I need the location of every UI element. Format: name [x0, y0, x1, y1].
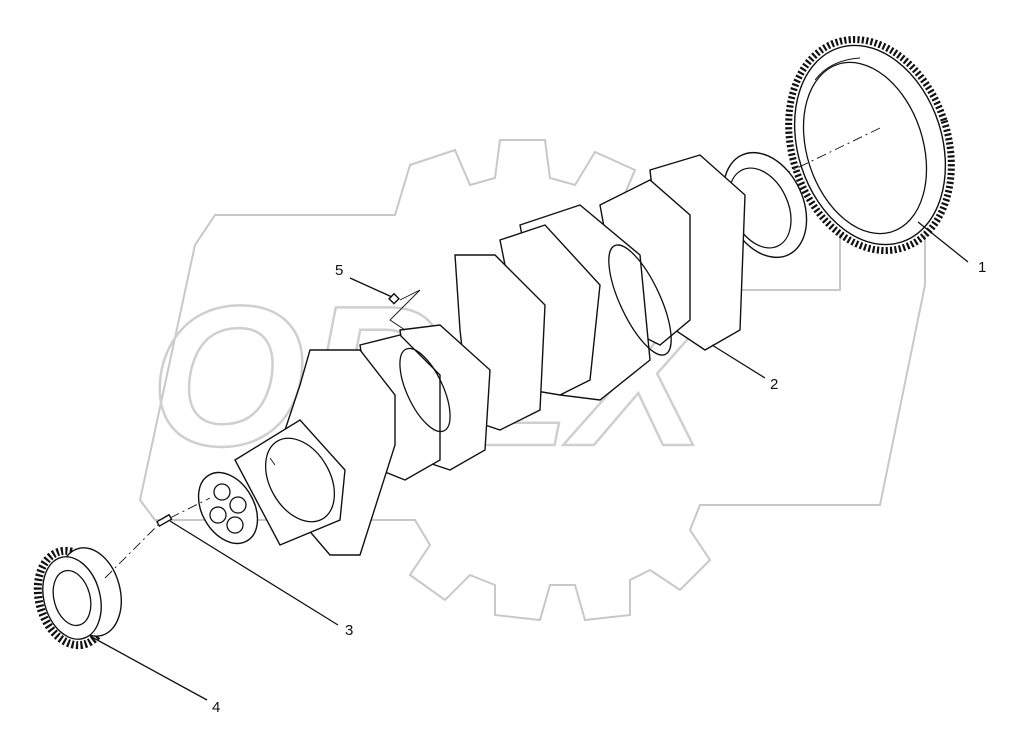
callout-1: 1 [978, 259, 986, 276]
leader-line-4 [89, 635, 208, 701]
leader-line-2 [711, 344, 766, 379]
leader-line-5 [349, 277, 393, 298]
callout-2: 2 [770, 376, 778, 393]
callouts: 1 2 3 4 5 [212, 259, 986, 716]
callout-4: 4 [212, 699, 220, 716]
crankshaft-part-2 [197, 151, 808, 556]
callout-3: 3 [345, 622, 353, 639]
callout-5: 5 [335, 262, 343, 279]
leader-line-1 [917, 221, 969, 263]
leader-lines [89, 221, 969, 701]
leader-line-3 [169, 520, 339, 626]
ring-gear-part-1 [699, 35, 955, 255]
watermark-gear-outline [138, 139, 926, 622]
crank-gear-part-4 [33, 524, 159, 650]
dowel-pin-part-3 [155, 497, 211, 528]
